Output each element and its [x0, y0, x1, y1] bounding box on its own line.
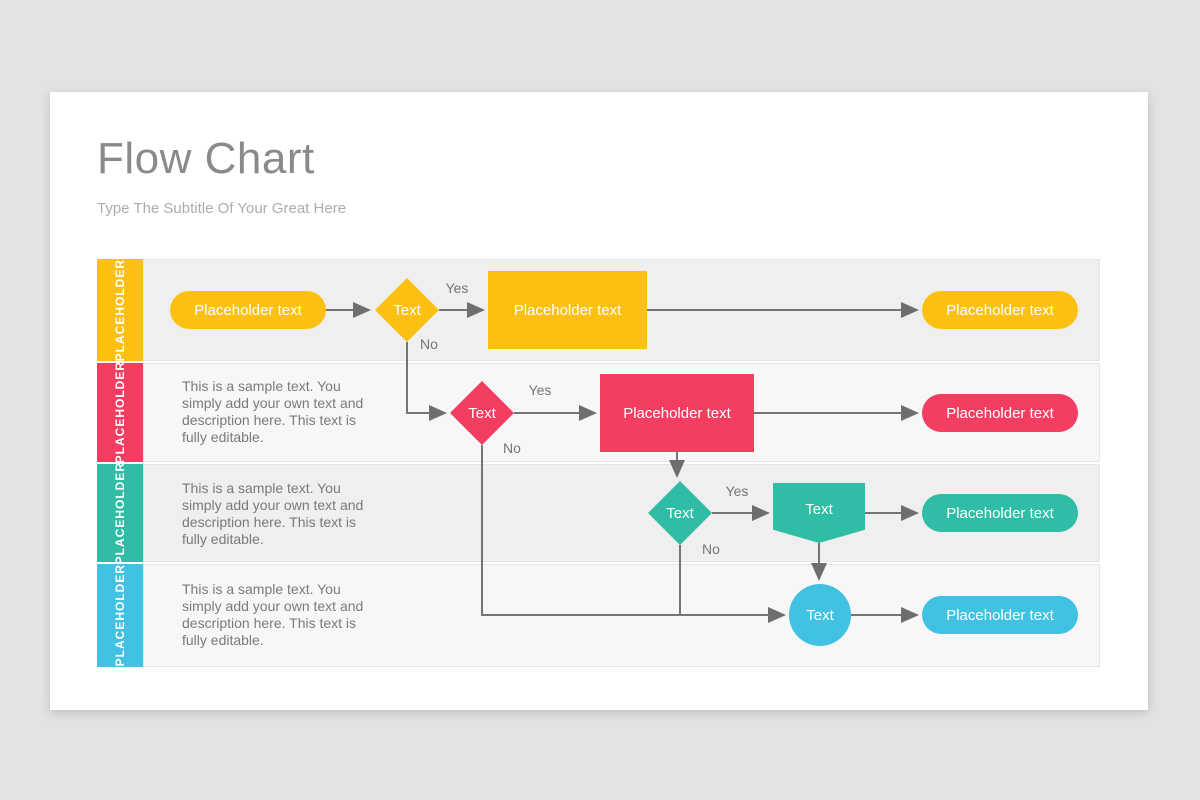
process-box-row2: Placeholder text	[600, 374, 754, 452]
end-pill-row1: Placeholder text	[922, 291, 1078, 329]
connector-lines	[326, 302, 919, 623]
yes-label-row1: Yes	[445, 280, 469, 296]
flowchart-panel: PLACEHOLDER PLACEHOLDER PLACEHOLDER PLAC…	[97, 259, 1100, 667]
lane-band-1: PLACEHOLDER	[97, 259, 143, 361]
page-title: Flow Chart	[97, 134, 315, 183]
yes-label-row2: Yes	[528, 382, 552, 398]
end-pill-row4: Placeholder text	[922, 596, 1078, 634]
sample-text-lane-4: This is a sample text. You simply add yo…	[182, 581, 364, 648]
pennant-box-row3: Text	[773, 483, 865, 543]
lane-band-3: PLACEHOLDER	[97, 462, 143, 564]
no-label-row2: No	[503, 440, 521, 456]
lane-band-4: PLACEHOLDER	[97, 564, 143, 667]
process-box-row1: Placeholder text	[488, 271, 647, 349]
lane-band-2: PLACEHOLDER	[97, 361, 143, 464]
end-pill-row2: Placeholder text	[922, 394, 1078, 432]
page-subtitle: Type The Subtitle Of Your Great Here	[97, 200, 347, 217]
end-pill-row3: Placeholder text	[922, 494, 1078, 532]
yes-label-row3: Yes	[725, 483, 749, 499]
terminal-circle-row4: Text	[789, 584, 851, 646]
no-label-row3: No	[702, 541, 720, 557]
no-label-row1: No	[420, 336, 438, 352]
sample-text-lane-2: This is a sample text. You simply add yo…	[182, 378, 364, 445]
sample-text-lane-3: This is a sample text. You simply add yo…	[182, 480, 364, 547]
slide: Flow Chart Type The Subtitle Of Your Gre…	[50, 92, 1148, 710]
start-pill-row1: Placeholder text	[170, 291, 326, 329]
